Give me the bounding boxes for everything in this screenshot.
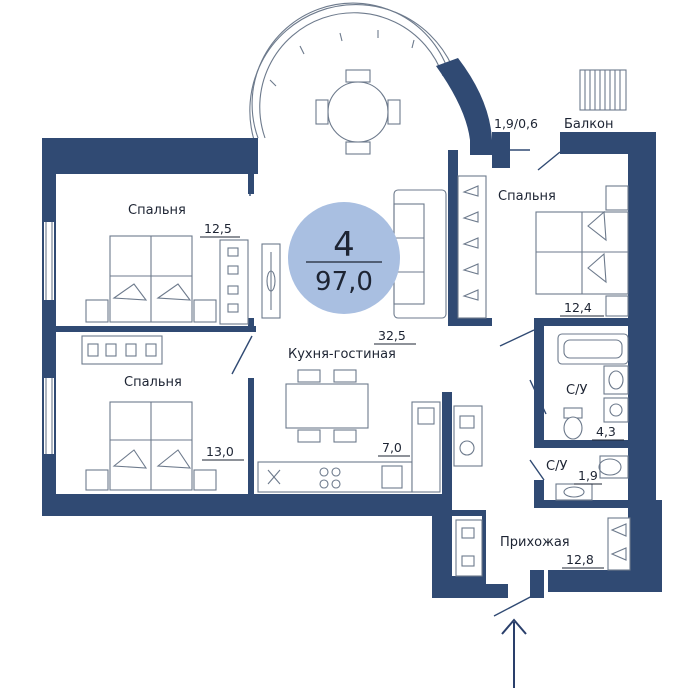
hallway-cabinet-icon xyxy=(455,519,483,577)
wardrobe-icon-bedroom-3 xyxy=(457,175,487,319)
bay-window xyxy=(249,2,453,141)
room-area-kitchen: 32,5 xyxy=(378,328,406,343)
room-name-wc: С/У xyxy=(546,459,567,474)
dining-table-icon xyxy=(285,369,369,443)
hallway-wardrobe-icon xyxy=(607,517,631,571)
entrance-arrow-icon xyxy=(501,618,527,688)
room-name-bedroom-3: Спальня xyxy=(498,189,556,204)
room-name-balcony: Балкон xyxy=(564,117,614,132)
bed-icon-bedroom-1 xyxy=(85,235,217,323)
walls xyxy=(42,58,662,598)
room-area-bedroom-2: 13,0 xyxy=(206,444,234,459)
room-area-wc: 1,9 xyxy=(578,468,598,483)
round-table-icon xyxy=(315,69,401,155)
room-name-kitchen: Кухня-гостиная xyxy=(288,347,396,362)
room-name-bedroom-2: Спальня xyxy=(124,375,182,390)
tv-icon xyxy=(261,243,281,319)
room-area-bathroom: 4,3 xyxy=(596,424,616,439)
sink-icon xyxy=(603,365,629,423)
room-name-hallway: Прихожая xyxy=(500,535,570,550)
toilet-icon xyxy=(563,407,583,440)
wardrobe-icon-bedroom-1 xyxy=(219,239,249,325)
kitchen-counter-icon xyxy=(257,401,441,493)
wardrobe-icon-bedroom-2 xyxy=(81,335,163,365)
bed-icon-bedroom-3 xyxy=(535,185,629,317)
balcony-railing xyxy=(579,69,627,111)
room-area-bedroom-3: 12,4 xyxy=(564,300,592,315)
room-name-bathroom: С/У xyxy=(566,383,587,398)
bathtub-icon xyxy=(557,333,629,365)
sofa-icon xyxy=(393,189,447,319)
washer-icon xyxy=(453,405,483,467)
room-name-bedroom-1: Спальня xyxy=(128,203,186,218)
rooms-count: 4 xyxy=(333,225,355,265)
room-labels: Спальня 12,5 Спальня 13,0 Кухня-гостиная… xyxy=(124,116,624,569)
room-area-balcony: 1,9/0,6 xyxy=(494,116,538,131)
total-area: 97,0 xyxy=(315,267,373,297)
room-area-hallway: 12,8 xyxy=(566,552,594,567)
bed-icon-bedroom-2 xyxy=(85,401,217,491)
room-area-kitchen-zone: 7,0 xyxy=(382,440,402,455)
apartment-badge: 4 97,0 xyxy=(288,202,400,314)
door-swings xyxy=(231,149,561,617)
room-area-bedroom-1: 12,5 xyxy=(204,221,232,236)
